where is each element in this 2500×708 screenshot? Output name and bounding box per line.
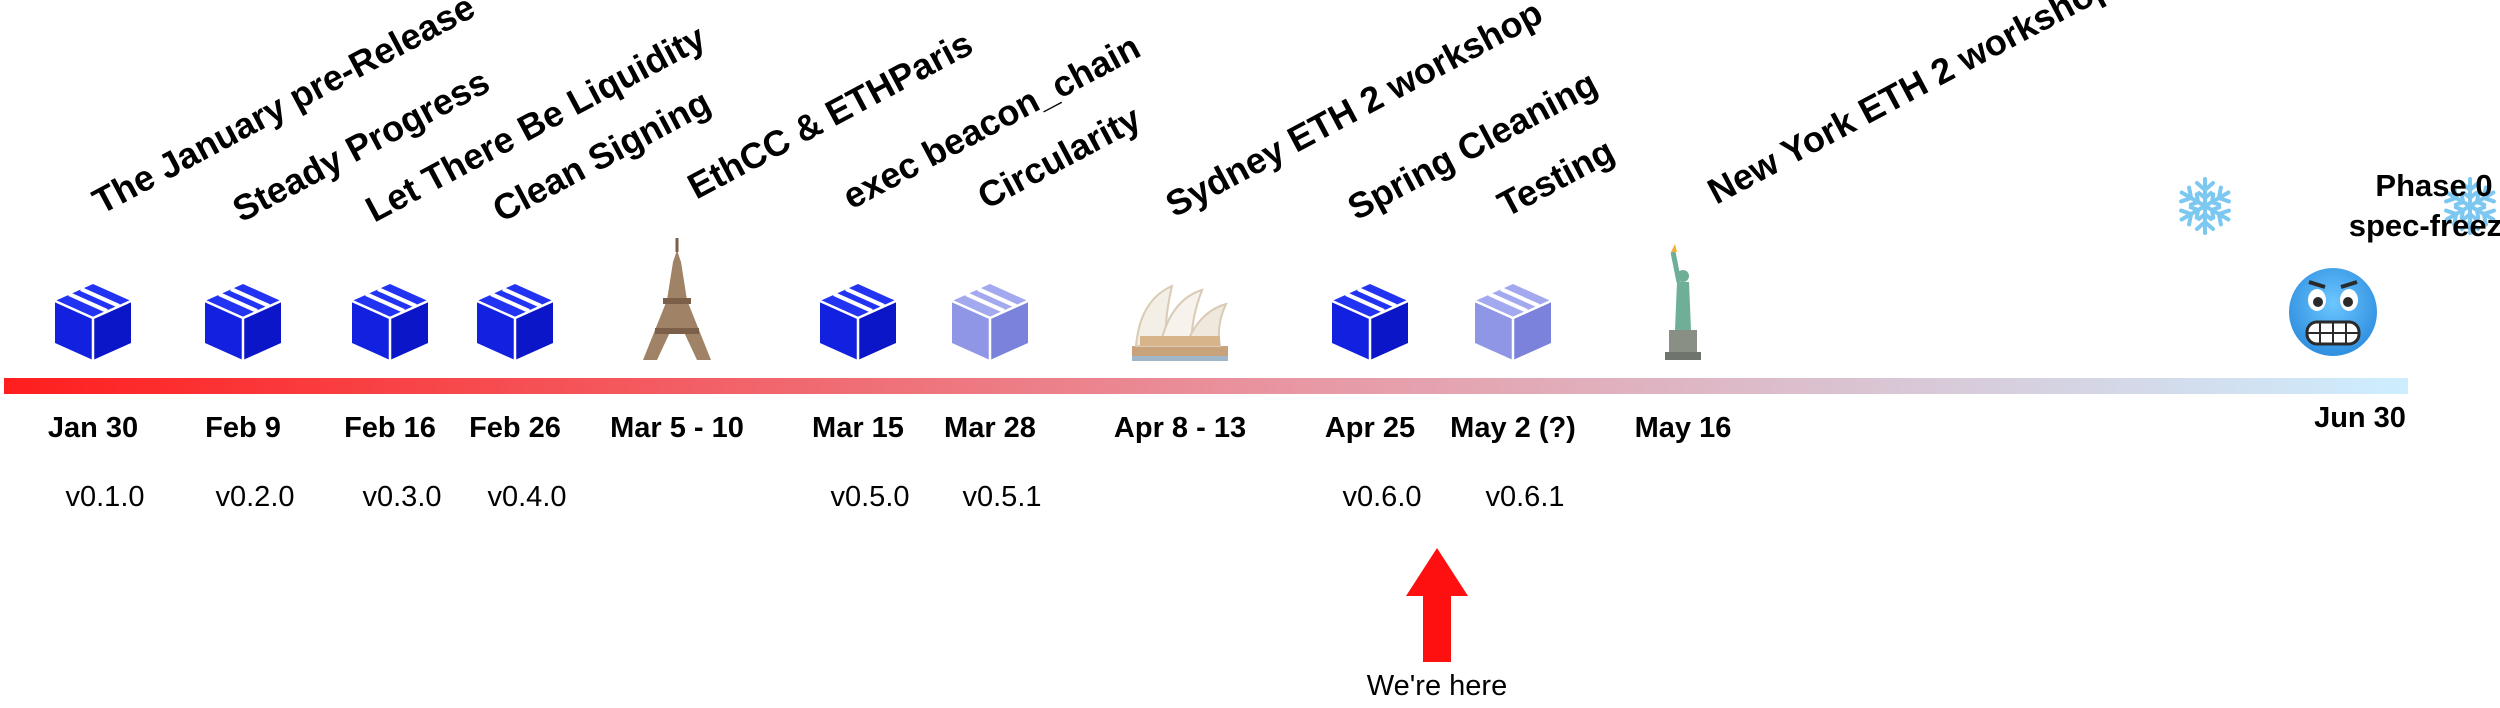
- we-are-here-label: We're here: [1366, 670, 1508, 702]
- package-icon: [819, 284, 897, 360]
- milestone-date: May 16: [1634, 412, 1732, 444]
- package-icon: [54, 284, 132, 360]
- package-icon: [204, 284, 282, 360]
- freeze-title: Phase 0 spec-freeze: [2334, 166, 2500, 246]
- milestone-version: v0.5.0: [830, 481, 910, 513]
- snowflake-icon-left: [2178, 179, 2233, 233]
- package-light-icon: [951, 284, 1029, 360]
- milestone-version: v0.5.1: [962, 481, 1042, 513]
- milestone-date: May 2 (?): [1450, 412, 1576, 444]
- milestone-date: Feb 16: [344, 412, 436, 444]
- sydney-opera-house-icon: [1132, 284, 1228, 361]
- milestone-date: Apr 25: [1324, 412, 1416, 444]
- freezing-face-icon: [2289, 268, 2377, 356]
- milestone-date: Jan 30: [47, 412, 139, 444]
- milestone-version: v0.2.0: [215, 481, 295, 513]
- package-icon: [351, 284, 429, 360]
- statue-of-liberty-icon: [1665, 244, 1701, 360]
- red-up-arrow-icon: [1406, 548, 1468, 662]
- package-icon: [1331, 284, 1409, 360]
- milestone-date: Mar 15: [812, 412, 904, 444]
- milestone-date: Apr 8 - 13: [1113, 412, 1247, 444]
- milestone-version: v0.6.1: [1485, 481, 1565, 513]
- milestone-version: v0.1.0: [65, 481, 145, 513]
- milestone-version: v0.4.0: [487, 481, 567, 513]
- milestone-version: v0.3.0: [362, 481, 442, 513]
- freeze-title-line2: spec-freeze: [2348, 208, 2500, 243]
- package-light-icon: [1474, 284, 1552, 360]
- milestone-date: Mar 28: [944, 412, 1036, 444]
- package-icon: [476, 284, 554, 360]
- milestone-date: Feb 9: [205, 412, 281, 444]
- freeze-title-line1: Phase 0: [2375, 168, 2493, 203]
- milestone-date: Feb 26: [469, 412, 561, 444]
- timeline-bar: [4, 378, 2408, 394]
- milestone-date: Mar 5 - 10: [610, 412, 744, 444]
- eiffel-tower-icon: [643, 238, 711, 360]
- final-date-label: Jun 30: [2314, 402, 2406, 434]
- milestone-version: v0.6.0: [1342, 481, 1422, 513]
